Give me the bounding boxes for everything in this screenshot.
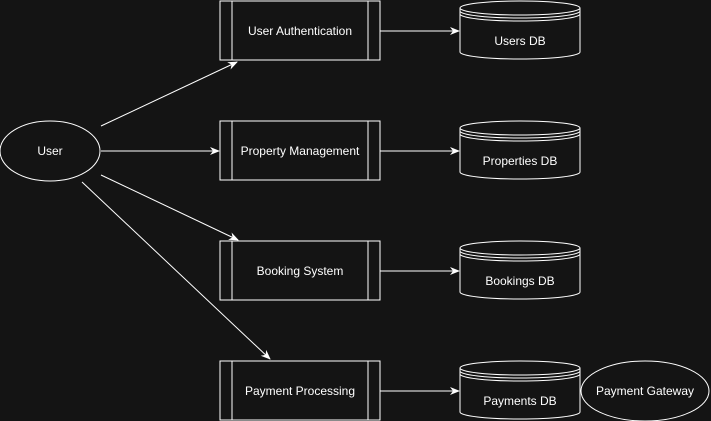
external-label: Payment Gateway: [596, 384, 694, 398]
process-label: Property Management: [241, 144, 360, 158]
process-label: User Authentication: [248, 24, 352, 38]
process-label: Payment Processing: [245, 384, 355, 398]
datastore-payments-db[interactable]: Payments DB: [459, 360, 581, 420]
process-booking-system[interactable]: Booking System: [219, 240, 381, 301]
datastore-label: Payments DB: [483, 394, 556, 408]
arrow-user-to-booking: [100, 174, 239, 241]
arrow-user-to-authentication: [100, 61, 238, 127]
user-actor[interactable]: User: [0, 120, 101, 182]
user-connectors: [81, 61, 271, 360]
process-payment-processing[interactable]: Payment Processing: [219, 360, 381, 421]
process-property-management[interactable]: Property Management: [219, 120, 381, 181]
datastore-label: Properties DB: [483, 154, 558, 168]
datastore-properties-db[interactable]: Properties DB: [459, 120, 581, 180]
datastore-connectors: [380, 27, 581, 395]
arrow-user-to-payment: [81, 181, 271, 360]
process-label: Booking System: [257, 264, 344, 278]
datastore-label: Bookings DB: [485, 274, 554, 288]
process-user-authentication[interactable]: User Authentication: [219, 0, 381, 61]
external-payment-gateway[interactable]: Payment Gateway: [580, 360, 710, 421]
datastore-bookings-db[interactable]: Bookings DB: [459, 240, 581, 300]
datastore-label: Users DB: [494, 34, 545, 48]
datastore-users-db[interactable]: Users DB: [459, 0, 581, 60]
user-label: User: [37, 144, 62, 158]
